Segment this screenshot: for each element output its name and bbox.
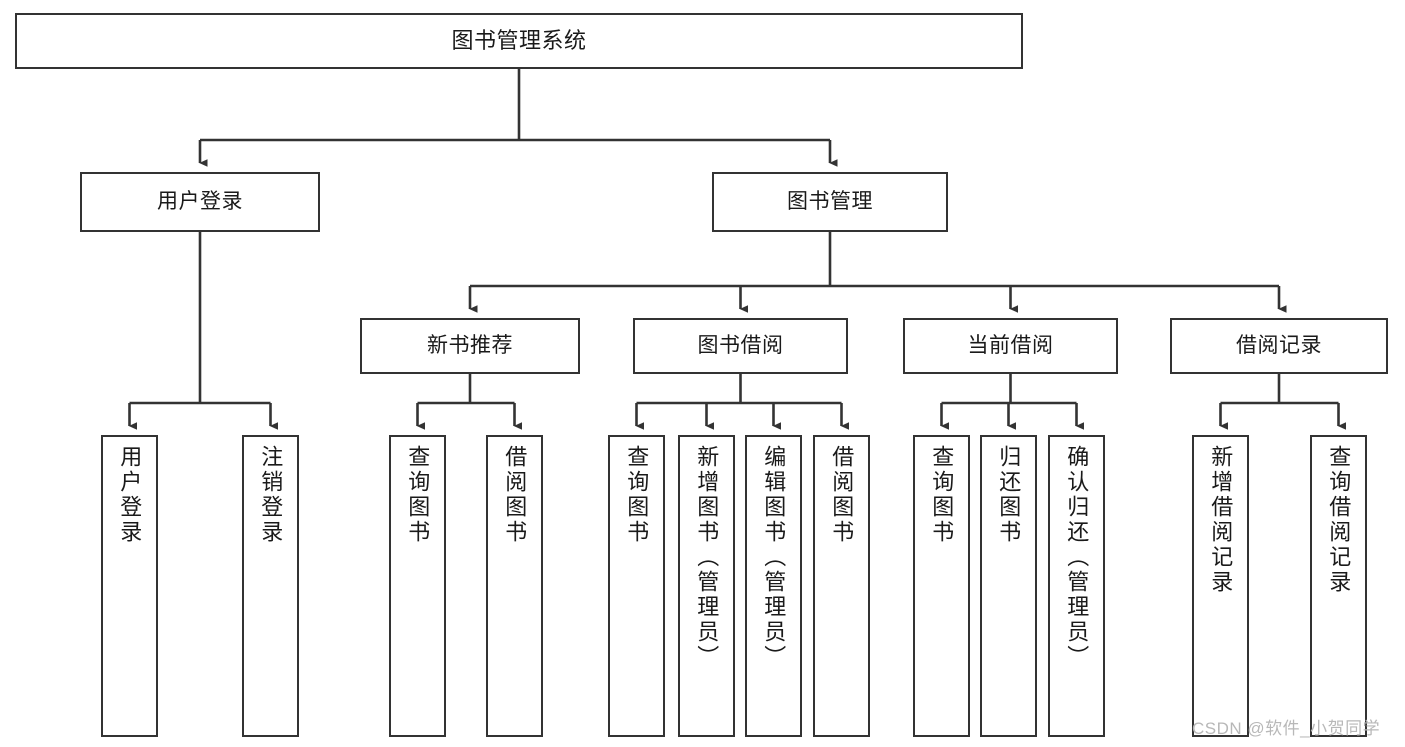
node-label-new-book-rec: 新书推荐	[427, 333, 513, 357]
node-label-user-login: 用户登录	[157, 189, 243, 213]
node-label-leaf-query-book-2: 查询图书	[624, 445, 650, 545]
node-current-borrow[interactable]: 当前借阅	[903, 318, 1118, 374]
node-leaf-query-book-1[interactable]: 查询图书	[389, 435, 446, 737]
node-label-leaf-query-record: 查询借阅记录	[1326, 445, 1352, 595]
node-borrow-record[interactable]: 借阅记录	[1170, 318, 1388, 374]
node-label-leaf-user-logout: 注销登录	[258, 445, 284, 545]
node-label-leaf-borrow-book-1: 借阅图书	[502, 445, 528, 545]
node-leaf-query-book-2[interactable]: 查询图书	[608, 435, 665, 737]
node-label-leaf-add-book: 新增图书（管理员）	[694, 445, 720, 670]
node-book-borrow[interactable]: 图书借阅	[633, 318, 848, 374]
node-leaf-borrow-book-1[interactable]: 借阅图书	[486, 435, 543, 737]
node-label-leaf-user-login: 用户登录	[117, 445, 143, 545]
node-leaf-add-record[interactable]: 新增借阅记录	[1192, 435, 1249, 737]
node-label-book-manage: 图书管理	[787, 189, 873, 213]
node-label-leaf-edit-book: 编辑图书（管理员）	[761, 445, 787, 670]
node-label-leaf-query-book-3: 查询图书	[929, 445, 955, 545]
node-leaf-edit-book[interactable]: 编辑图书（管理员）	[745, 435, 802, 737]
node-label-leaf-query-book-1: 查询图书	[405, 445, 431, 545]
node-label-leaf-confirm-return: 确认归还（管理员）	[1064, 445, 1090, 670]
node-leaf-return-book[interactable]: 归还图书	[980, 435, 1037, 737]
csdn-watermark: CSDN @软件_小贺同学	[1192, 719, 1381, 738]
node-user-login[interactable]: 用户登录	[80, 172, 320, 232]
node-label-book-borrow: 图书借阅	[697, 333, 784, 357]
node-new-book-rec[interactable]: 新书推荐	[360, 318, 580, 374]
node-leaf-user-logout[interactable]: 注销登录	[242, 435, 299, 737]
node-label-leaf-return-book: 归还图书	[996, 445, 1022, 545]
node-root[interactable]: 图书管理系统	[15, 13, 1023, 69]
node-leaf-confirm-return[interactable]: 确认归还（管理员）	[1048, 435, 1105, 737]
node-label-current-borrow: 当前借阅	[967, 333, 1054, 357]
node-leaf-query-record[interactable]: 查询借阅记录	[1310, 435, 1367, 737]
node-label-root: 图书管理系统	[451, 28, 587, 54]
node-book-manage[interactable]: 图书管理	[712, 172, 948, 232]
node-label-borrow-record: 借阅记录	[1236, 333, 1322, 357]
node-leaf-query-book-3[interactable]: 查询图书	[913, 435, 970, 737]
node-label-leaf-borrow-book-2: 借阅图书	[829, 445, 855, 545]
node-leaf-borrow-book-2[interactable]: 借阅图书	[813, 435, 870, 737]
node-leaf-user-login[interactable]: 用户登录	[101, 435, 158, 737]
node-leaf-add-book[interactable]: 新增图书（管理员）	[678, 435, 735, 737]
node-label-leaf-add-record: 新增借阅记录	[1208, 445, 1234, 595]
